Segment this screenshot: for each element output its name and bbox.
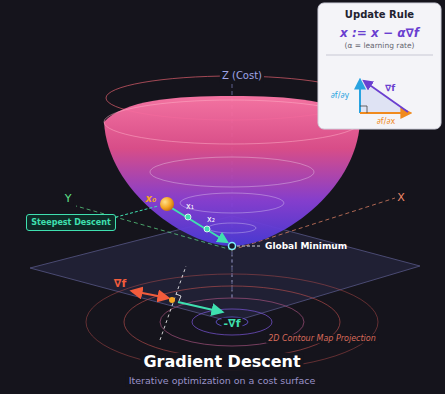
gradient-label: ∇f	[385, 83, 395, 93]
ball	[160, 197, 174, 211]
descent-path	[170, 207, 227, 242]
surface-contours	[150, 157, 314, 233]
point-label: x₂	[207, 215, 215, 224]
minimum-label: Global Minimum	[265, 241, 347, 251]
axis-label: Y	[63, 193, 74, 206]
point-label: x₀	[146, 193, 157, 205]
point-label: x₁	[186, 202, 194, 211]
callout-text: Steepest Descent	[31, 218, 111, 228]
update-rule-panel: Update Rule x := x − α∇f(α = learning rat…	[318, 3, 441, 129]
panel-background	[318, 3, 441, 129]
panel-divider	[326, 55, 433, 56]
gradient-label: -∇f	[221, 318, 242, 331]
gradient-arrow	[132, 291, 168, 298]
leader-line	[237, 246, 262, 247]
partial-label: ∂f/∂y	[331, 91, 350, 100]
axis-label: Z (Cost)	[220, 70, 264, 82]
callout-box: Steepest Descent	[26, 214, 116, 231]
projection-label: 2D Contour Map Projection	[266, 334, 378, 343]
partial-label: ∂f/∂x	[377, 117, 396, 126]
axis-label: X	[395, 192, 407, 205]
gradient-label: ∇f	[114, 278, 126, 291]
diagram-title: Gradient Descent	[140, 353, 303, 371]
step-point	[204, 226, 210, 232]
step-point	[185, 214, 191, 220]
minimum-point	[229, 243, 236, 250]
projection-line	[232, 250, 233, 300]
update-formula: x := x − α∇f	[324, 26, 435, 40]
diagram-caption: Iterative optimization on a cost surface	[126, 376, 319, 387]
panel-note: (α = learning rate)	[324, 41, 435, 50]
right-angle-mark	[176, 294, 181, 301]
negative-gradient-arrow	[178, 302, 222, 312]
gradient-triangle	[360, 80, 410, 113]
point	[169, 297, 175, 303]
panel-heading: Update Rule	[324, 9, 435, 21]
